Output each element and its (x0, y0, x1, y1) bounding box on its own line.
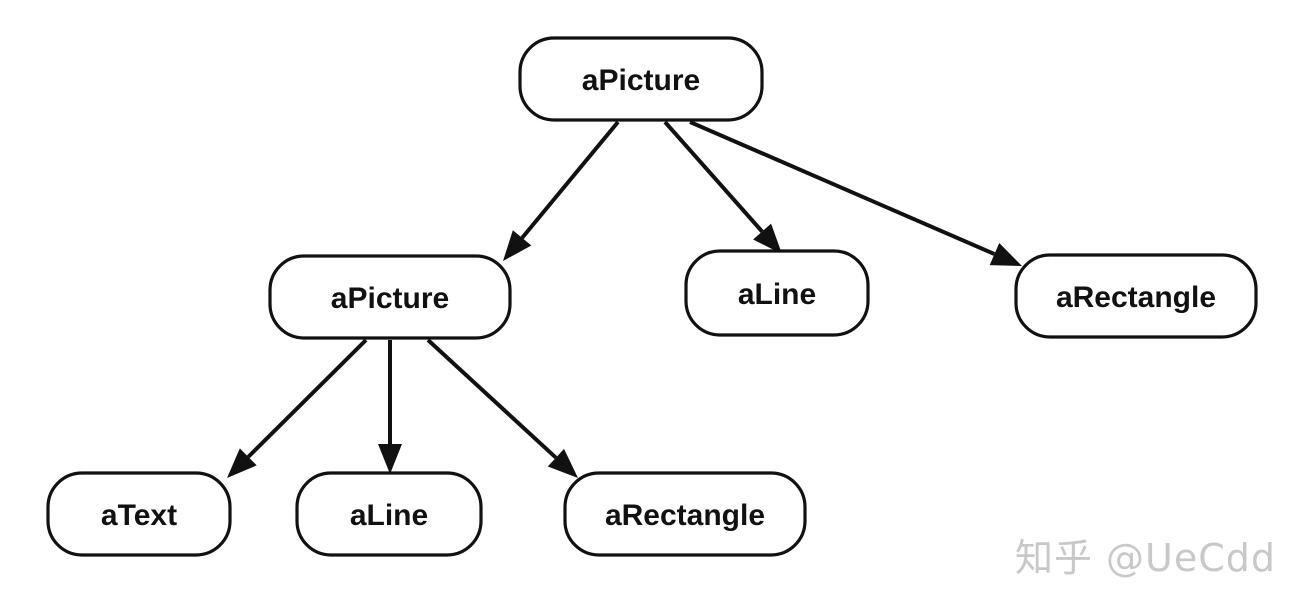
node-picture2: aPicture (268, 254, 512, 340)
node-line1: aLine (684, 249, 870, 337)
node-label: aRectangle (1056, 281, 1216, 314)
edge-root-to-picture2 (503, 120, 620, 261)
edge-line (689, 120, 996, 256)
edges-group (227, 120, 1022, 478)
edge-line (426, 338, 558, 460)
node-line2: aLine (295, 471, 483, 557)
node-label: aRectangle (605, 499, 765, 532)
node-label: aText (101, 499, 177, 532)
node-box (268, 254, 512, 340)
node-text1: aText (46, 471, 232, 557)
edge-picture2-to-rectangle2 (426, 338, 578, 478)
arrowhead-icon (989, 243, 1022, 266)
node-label: aLine (350, 499, 428, 532)
node-box (46, 471, 232, 557)
watermark-text: 知乎 @UeCdd (1014, 536, 1276, 580)
node-box (295, 471, 483, 557)
node-label: aLine (738, 278, 816, 311)
node-rectangle2: aRectangle (563, 471, 807, 557)
edge-picture2-to-text1 (227, 338, 368, 478)
node-box (684, 249, 870, 337)
nodes-group: aPicture aPicture aLine aRectangle aText aLin… (46, 36, 1258, 557)
arrowhead-icon (547, 448, 578, 478)
edge-line (520, 120, 620, 240)
arrowhead-icon (503, 230, 532, 261)
node-label: aPicture (331, 282, 449, 315)
node-box (1014, 253, 1258, 339)
node-root: aPicture (518, 36, 764, 122)
edge-root-to-rectangle1 (689, 120, 1022, 266)
edge-root-to-line1 (663, 120, 782, 254)
arrowhead-icon (378, 444, 402, 474)
node-box (518, 36, 764, 122)
arrowhead-icon (753, 223, 782, 254)
node-box (563, 471, 807, 557)
edge-line (663, 120, 764, 233)
node-rectangle1: aRectangle (1014, 253, 1258, 339)
edge-picture2-to-line2 (378, 340, 402, 474)
node-label: aPicture (582, 64, 700, 97)
edge-line (246, 338, 368, 459)
arrowhead-icon (227, 448, 257, 478)
